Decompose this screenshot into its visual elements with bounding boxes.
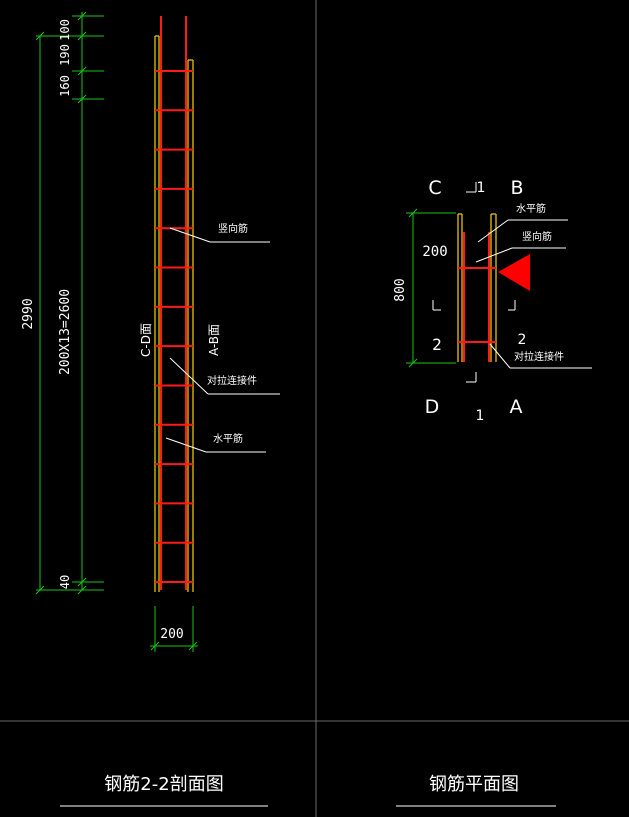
width-dimension <box>150 606 198 652</box>
cut-markers <box>432 182 516 383</box>
plan-label-2-left: 2 <box>432 335 442 354</box>
callout-tie-connector: 对拉连接件 <box>207 374 257 387</box>
width-dim-label: 200 <box>160 627 183 642</box>
dim-190: 190 <box>58 44 72 66</box>
face-label-ab: A-B面 <box>207 324 221 356</box>
view-direction-marker <box>498 254 530 291</box>
dim-40: 40 <box>58 575 72 589</box>
plan-title: 钢筋平面图 <box>429 774 519 795</box>
section-title: 钢筋2-2剖面图 <box>104 774 223 795</box>
cut-label-right: 2 <box>518 332 527 348</box>
corner-b: B <box>510 177 523 199</box>
face-label-cd: C-D面 <box>139 323 153 357</box>
dim-160: 160 <box>58 75 72 97</box>
plan-callout-tie-connector: 对拉连接件 <box>514 350 564 363</box>
corner-d: D <box>425 396 440 418</box>
corner-c: C <box>428 177 441 199</box>
cut-label-bottom: 1 <box>476 408 485 424</box>
callout-vertical-bar: 竖向筋 <box>218 222 248 235</box>
plan-formwork <box>457 213 497 362</box>
dim-100: 100 <box>58 19 72 41</box>
cut-label-top: 1 <box>477 180 486 196</box>
callout-horizontal-bar: 水平筋 <box>213 432 243 445</box>
plan-dimensions <box>406 208 456 368</box>
section-view: 100 190 160 2990 200X13=2600 40 <box>21 11 280 807</box>
dim-total-2990: 2990 <box>21 298 36 329</box>
plan-rebar <box>458 232 496 362</box>
plan-leaders <box>475 219 592 369</box>
vertical-dimension-chain <box>35 11 104 595</box>
plan-dim-800: 800 <box>393 278 408 301</box>
plan-dim-200: 200 <box>422 244 447 260</box>
horizontal-bars <box>155 70 193 583</box>
vertical-bars <box>160 16 187 590</box>
plan-view: 800 200 2 C B D A 1 1 2 水平筋 竖向筋 对拉连接件 钢筋… <box>393 177 592 807</box>
plan-callout-horizontal-bar: 水平筋 <box>516 202 546 215</box>
dim-spacing-2600: 200X13=2600 <box>58 289 73 375</box>
plan-callout-vertical-bar: 竖向筋 <box>522 230 552 243</box>
corner-a: A <box>510 396 523 418</box>
section-leaders <box>165 227 280 453</box>
